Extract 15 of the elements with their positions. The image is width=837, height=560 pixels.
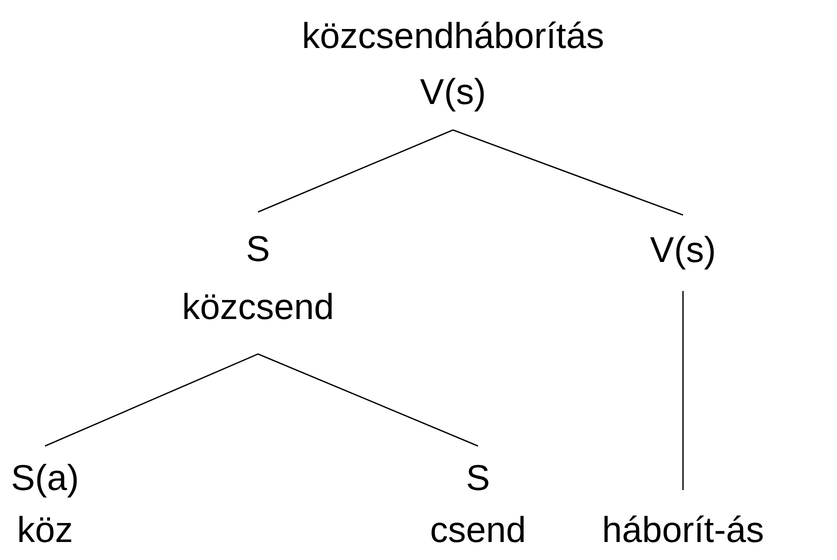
node-label: V(s) xyxy=(650,228,716,272)
node-label: közcsendháborítás xyxy=(302,14,604,58)
node-label: közcsend xyxy=(182,285,334,329)
node-label: V(s) xyxy=(420,70,486,114)
tree-branch xyxy=(258,129,454,213)
category-label: S xyxy=(246,227,270,271)
tree-branch xyxy=(452,129,684,216)
tree-branch xyxy=(44,353,258,447)
tree-branch xyxy=(682,291,684,490)
category-label: S xyxy=(466,456,490,500)
category-label: S(a) xyxy=(10,456,79,500)
node-label: csend xyxy=(430,508,526,552)
node-label: háborít-ás xyxy=(602,508,764,552)
node-label: köz xyxy=(16,508,74,552)
tree-branch xyxy=(258,353,478,447)
